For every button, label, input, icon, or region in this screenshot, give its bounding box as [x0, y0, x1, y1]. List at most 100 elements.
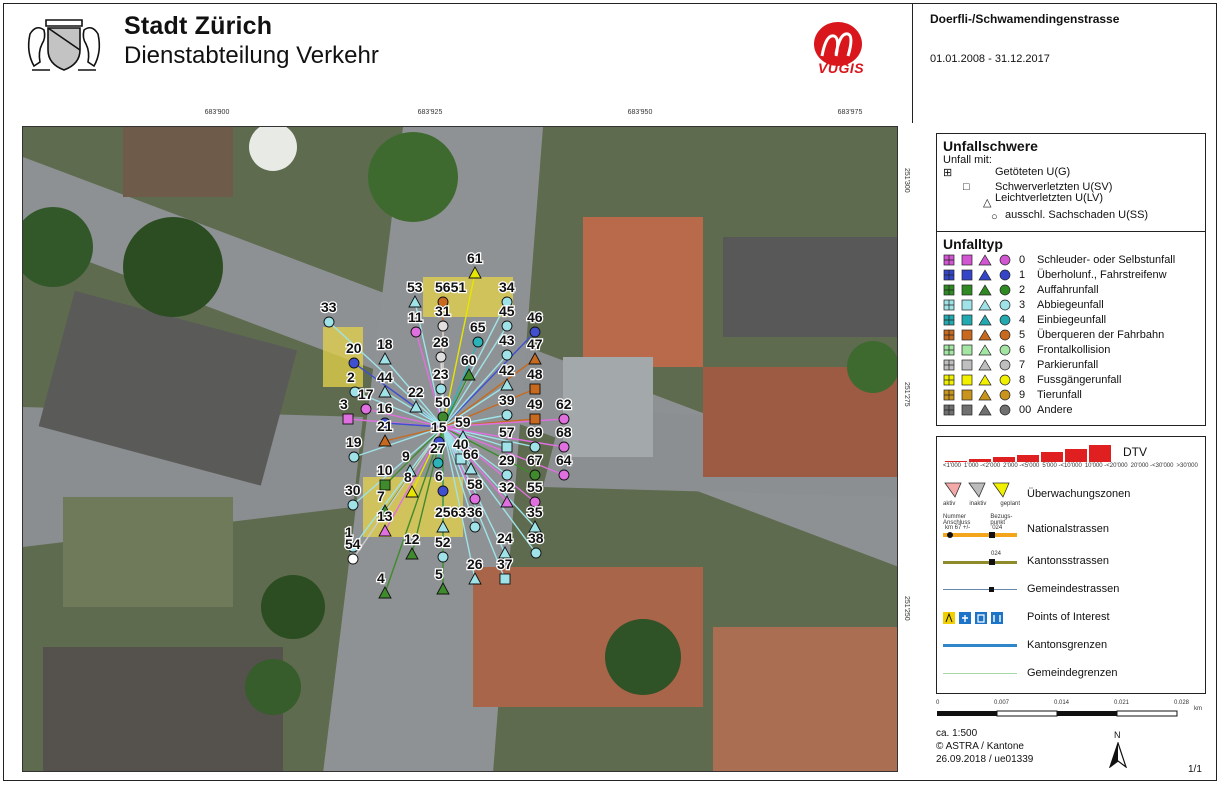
accident-marker[interactable]: 52	[434, 533, 452, 563]
accident-marker[interactable]: 33	[320, 298, 338, 328]
accident-marker[interactable]: 2	[346, 368, 361, 398]
accident-marker[interactable]: 31	[434, 302, 452, 332]
accident-marker[interactable]: 37	[496, 555, 514, 585]
accident-marker[interactable]: 11	[407, 308, 424, 338]
accident-marker[interactable]: 57	[498, 423, 516, 453]
accident-marker[interactable]: 40	[452, 435, 470, 465]
accident-marker[interactable]: 16	[376, 399, 394, 429]
accident-marker[interactable]: 23	[432, 365, 450, 395]
accident-marker[interactable]: 15	[430, 418, 448, 448]
accident-spoke-line	[384, 358, 444, 428]
legend-typ-title: Unfalltyp	[943, 236, 1003, 252]
accident-marker[interactable]: 4	[376, 569, 392, 599]
accident-marker[interactable]: 9	[401, 447, 417, 477]
accident-marker[interactable]: 53	[406, 278, 424, 308]
accident-marker[interactable]: 49	[526, 395, 544, 425]
accident-marker[interactable]: 18	[376, 335, 394, 365]
accident-marker[interactable]: 1	[344, 523, 359, 553]
legend-typ-label: Überqueren der Fahrbahn	[1037, 328, 1165, 341]
accident-marker[interactable]: 38	[527, 529, 545, 559]
header-divider	[912, 3, 913, 123]
accident-spoke-line	[352, 426, 444, 506]
accident-marker[interactable]: 48	[526, 365, 544, 395]
accident-marker[interactable]: 22	[407, 383, 425, 413]
accident-marker[interactable]: 45	[498, 302, 516, 332]
accident-marker[interactable]: 10	[376, 461, 394, 491]
accident-marker[interactable]: 43	[498, 331, 516, 361]
accident-marker[interactable]: 68	[555, 423, 573, 453]
accident-marker-shape	[347, 553, 359, 565]
accident-number-label: 55	[527, 479, 543, 495]
accident-marker[interactable]: 65	[469, 318, 487, 348]
accident-marker[interactable]: 50	[434, 393, 452, 423]
accident-marker[interactable]: 3	[339, 395, 354, 425]
accident-marker[interactable]: 34	[498, 278, 516, 308]
accident-number-label: 2	[347, 369, 355, 385]
accident-marker[interactable]: 64	[555, 451, 573, 481]
accident-marker[interactable]: 55	[526, 478, 544, 508]
accident-marker-shape	[501, 469, 513, 481]
accident-number-label: 12	[404, 531, 420, 547]
national-road-icon: Nummer Anschluss Bezugs-punkt km 67 +/- …	[943, 514, 1017, 544]
accident-marker[interactable]: 20	[345, 339, 363, 369]
grid-square-icon: ⊞	[943, 167, 953, 179]
accident-marker[interactable]: 2563	[434, 503, 468, 533]
accident-marker[interactable]: 5	[434, 565, 450, 595]
accident-marker[interactable]: 30	[344, 481, 362, 511]
accident-marker[interactable]: 59	[454, 413, 472, 443]
accident-marker[interactable]: 6	[434, 467, 449, 497]
accident-marker[interactable]: 36	[466, 503, 484, 533]
square-icon: □	[963, 181, 970, 193]
accident-marker[interactable]: 29	[498, 451, 516, 481]
accident-marker[interactable]: 35	[526, 503, 544, 533]
accident-marker-shape	[432, 457, 444, 469]
accident-marker[interactable]: 12	[403, 530, 421, 560]
accident-spoke-line	[384, 426, 444, 532]
accident-marker[interactable]: 24	[496, 529, 514, 559]
accident-spoke-line	[384, 426, 444, 594]
accident-marker[interactable]: 60	[460, 351, 478, 381]
accident-marker[interactable]: 39	[498, 391, 516, 421]
accident-number-label: 39	[499, 392, 515, 408]
accident-marker[interactable]: 47	[526, 335, 544, 365]
accident-marker[interactable]: 62	[555, 395, 573, 425]
accident-marker[interactable]: 7	[376, 487, 392, 517]
accident-marker[interactable]: 8	[403, 468, 419, 498]
accident-number-label: 64	[556, 452, 572, 468]
accident-marker[interactable]: 46	[526, 308, 544, 338]
dtv-ticks: <1'000 1'000 -<2'000 2'000 -<5'000 5'000…	[943, 463, 1199, 477]
accident-marker[interactable]: 28	[432, 333, 450, 363]
gemeinde-road-icon	[943, 583, 1017, 595]
accident-marker[interactable]: 19	[345, 433, 363, 463]
legend-typ-label: Überholunf., Fahrstreifenw	[1037, 268, 1167, 281]
accident-spoke-line	[384, 426, 444, 442]
accident-marker[interactable]: 66	[462, 445, 480, 475]
accident-marker-shape	[347, 499, 359, 511]
accident-marker[interactable]: 58	[466, 475, 484, 505]
accident-number-label: 66	[463, 446, 479, 462]
accident-marker[interactable]: 44	[376, 368, 394, 398]
accident-marker[interactable]: 27	[429, 439, 447, 469]
accident-marker-shape	[498, 546, 512, 559]
legend-sev-row: □ Schwerverletzten U(SV)	[943, 181, 1199, 196]
accident-marker-shape	[405, 547, 419, 560]
accident-number-label: 26	[467, 556, 483, 572]
accident-number-label: 40	[453, 436, 469, 452]
accident-marker[interactable]: 32	[498, 478, 516, 508]
accident-marker[interactable]: 67	[526, 451, 544, 481]
accident-marker[interactable]: 61	[466, 249, 484, 279]
accident-marker[interactable]: 5651	[434, 278, 468, 308]
accident-marker[interactable]: 13	[376, 507, 394, 537]
accident-marker[interactable]: 69	[526, 423, 544, 453]
accident-number-label: 7	[377, 488, 385, 504]
accident-marker[interactable]: 26	[466, 555, 484, 585]
accident-marker[interactable]: 21	[376, 417, 394, 447]
accident-marker[interactable]: 54	[344, 535, 362, 565]
accident-marker[interactable]: 42	[498, 361, 516, 391]
accident-marker[interactable]: 17	[357, 385, 375, 415]
